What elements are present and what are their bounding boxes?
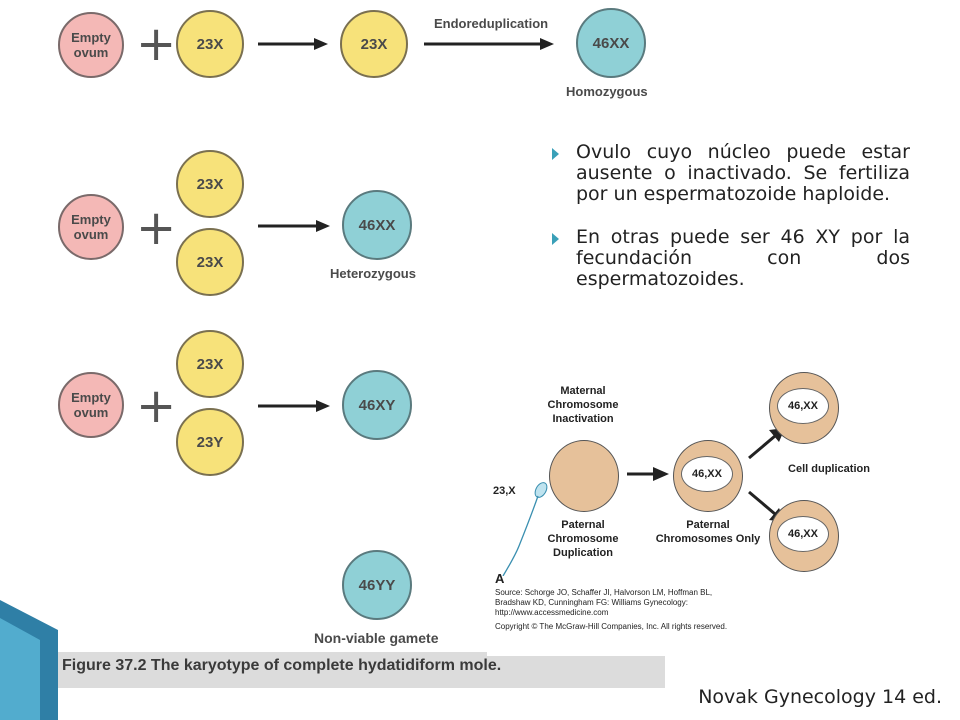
plus-sign: + <box>136 16 177 72</box>
arrow-icon <box>627 467 669 481</box>
arrow-icon <box>258 38 328 50</box>
credit-text: Novak Gynecology 14 ed. <box>698 686 942 708</box>
bullet-arrow-icon <box>552 148 559 160</box>
decorative-corner <box>0 600 58 720</box>
paternal-duplication-label: Paternal Chromosome Duplication <box>547 519 619 559</box>
result-label: 46YY <box>358 576 396 594</box>
cell-label: 46,XX <box>788 400 818 412</box>
sperm-circle: 23X <box>176 10 244 78</box>
arrow-icon <box>424 38 554 50</box>
sperm-label: 23X <box>196 175 224 193</box>
bullet-text: Ovulo cuyo núcleo puede estar ausente o … <box>576 141 910 205</box>
empty-ovum-circle: Empty ovum <box>58 372 124 438</box>
ovum-label: Empty ovum <box>71 390 111 420</box>
ovum-label: Empty ovum <box>71 212 111 242</box>
result-label: 46XY <box>358 396 396 414</box>
ovum-label: Empty ovum <box>71 30 111 60</box>
non-viable-label: Non-viable gamete <box>314 630 439 646</box>
copyright-line: Copyright © The McGraw-Hill Companies, I… <box>495 622 728 631</box>
haploid-label: 23X <box>360 35 388 53</box>
daughter-nucleus: 46,XX <box>777 516 829 552</box>
endoreduplication-label: Endoreduplication <box>434 16 549 31</box>
bullet-text: En otras puede ser 46 XY por la fecundac… <box>576 226 910 290</box>
williams-figure: Maternal Chromosome Inactivation 23,X Pa… <box>487 366 905 656</box>
plus-sign: + <box>136 378 177 434</box>
bullet-arrow-icon <box>552 233 559 245</box>
sperm-circle: 23X <box>176 228 244 296</box>
empty-ovum-circle: Empty ovum <box>58 194 124 260</box>
source-line: Bradshaw KD, Cunningham FG: Williams Gyn… <box>495 598 688 607</box>
result-label: 46XX <box>592 34 630 52</box>
daughter-nucleus: 46,XX <box>777 388 829 424</box>
sperm-icon <box>502 482 548 576</box>
bullet-item: En otras puede ser 46 XY por la fecundac… <box>548 227 910 290</box>
heterozygous-label: Heterozygous <box>330 266 416 281</box>
result-circle: 46XX <box>342 190 412 260</box>
arrow-icon <box>258 220 330 232</box>
cell-label: 46,XX <box>788 528 818 540</box>
figure-caption: Figure 37.2 The karyotype of complete hy… <box>58 652 665 688</box>
sperm-circle: 23Y <box>176 408 244 476</box>
sperm-label: 23X <box>196 253 224 271</box>
sperm-label: 23Y <box>196 433 224 451</box>
panel-letter: A <box>495 571 505 586</box>
cell-label: 46,XX <box>692 468 722 480</box>
zygote-nucleus: 46,XX <box>681 456 733 492</box>
bullet-item: Ovulo cuyo núcleo puede estar ausente o … <box>548 142 910 205</box>
result-circle: 46XX <box>576 8 646 78</box>
cell-duplication-label: Cell duplication <box>788 463 870 475</box>
haploid-circle: 23X <box>340 10 408 78</box>
source-line: http://www.accessmedicine.com <box>495 608 609 617</box>
arrow-icon <box>258 400 330 412</box>
homozygous-label: Homozygous <box>566 84 648 99</box>
sperm-circle: 23X <box>176 330 244 398</box>
maternal-inactivation-label: Maternal Chromosome Inactivation <box>547 385 619 425</box>
sperm-label: 23X <box>196 35 224 53</box>
source-line: Source: Schorge JO, Schaffer JI, Halvors… <box>495 588 713 597</box>
sperm-label: 23X <box>196 355 224 373</box>
plus-sign: + <box>136 200 177 256</box>
empty-ovum-circle: Empty ovum <box>58 12 124 78</box>
result-circle: 46XY <box>342 370 412 440</box>
ovum-cell <box>549 440 619 512</box>
paternal-only-label: Paternal Chromosomes Only <box>655 519 761 545</box>
bullet-list: Ovulo cuyo núcleo puede estar ausente o … <box>548 142 910 312</box>
result-label: 46XX <box>358 216 396 234</box>
sperm-label: 23,X <box>493 485 516 497</box>
sperm-circle: 23X <box>176 150 244 218</box>
result-circle: 46YY <box>342 550 412 620</box>
